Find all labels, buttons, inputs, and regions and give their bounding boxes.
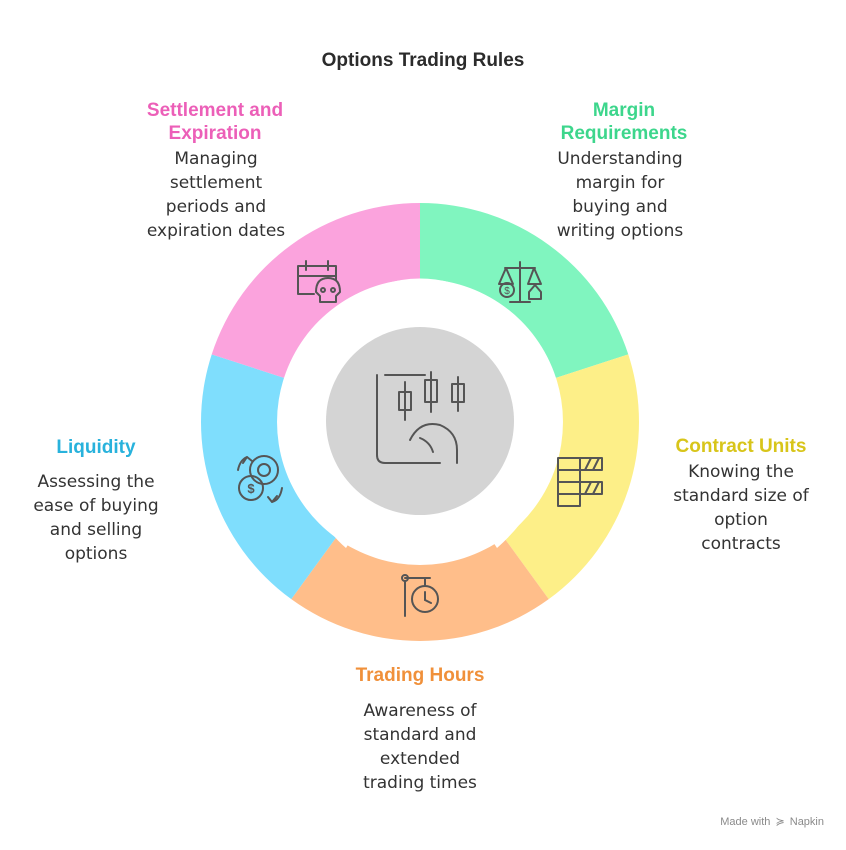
bar-stack-icon (557, 457, 603, 507)
coin-exchange-icon (237, 455, 283, 503)
trading-hours-label: Trading Hours (355, 665, 485, 686)
contract-units-label: Contract Units (675, 436, 807, 457)
margin-requirements-label: Margin Requirements (560, 100, 688, 144)
svg-text:$: $ (504, 286, 510, 297)
contract-units-description: Knowing the standard size of option cont… (673, 462, 809, 554)
hanging-clock-icon (401, 574, 439, 617)
calendar-skull-icon (297, 260, 341, 303)
candlestick-hand-icon (376, 371, 465, 464)
center-circle (326, 327, 514, 515)
scale-icon (498, 261, 542, 303)
segment-margin-requirements[interactable] (420, 203, 629, 378)
liquidity-label: Liquidity (56, 437, 136, 458)
napkin-logo-icon: ≽ (775, 816, 785, 828)
settlement-expiration-description: Managing settlement periods and expirati… (146, 149, 286, 241)
trading-hours-description: Awareness of standard and extended tradi… (363, 701, 477, 793)
settlement-expiration-label: Settlement and Expiration (146, 100, 284, 144)
margin-requirements-description: Understanding margin for buying and writ… (556, 149, 684, 241)
svg-text:$: $ (247, 481, 255, 496)
segment-trading-hours[interactable] (291, 537, 549, 641)
footer-credit[interactable]: Made with ≽ Napkin (720, 816, 824, 828)
segment-liquidity[interactable] (201, 354, 336, 600)
segment-contract-units[interactable] (504, 354, 639, 600)
segment-notches (287, 278, 555, 552)
page-title: Options Trading Rules (321, 50, 525, 71)
liquidity-description: Assessing the ease of buying and selling… (33, 472, 159, 564)
